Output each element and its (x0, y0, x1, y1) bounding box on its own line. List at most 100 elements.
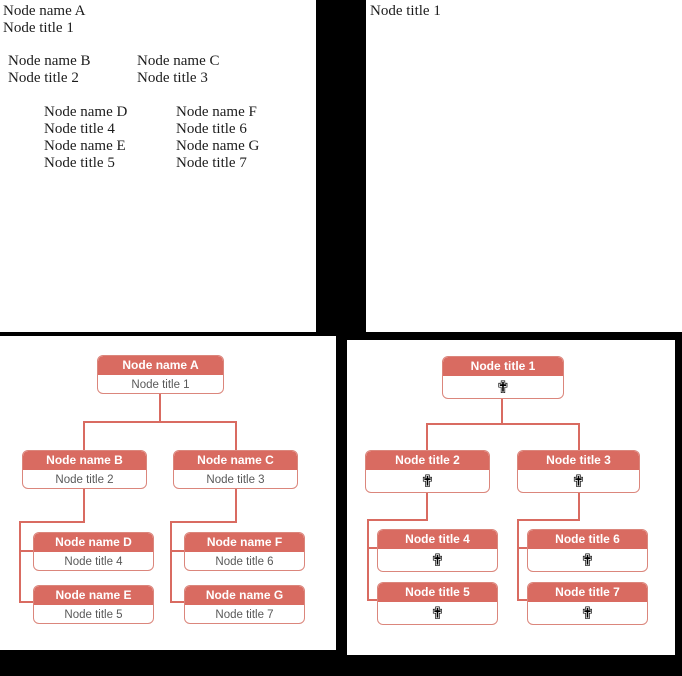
node-body: Node title 4 (64, 556, 123, 568)
connector-line (83, 488, 85, 523)
orgchart-node[interactable]: Node title 3 ✟ (517, 450, 640, 493)
title-preview-panel: Node title 1 (366, 0, 682, 332)
node-header: Node name E (34, 586, 153, 607)
node-body: Node title 6 (215, 556, 274, 568)
orgchart-node[interactable]: Node name A Node title 1 (97, 355, 224, 394)
outline-block-b: Node name B Node title 2 (8, 53, 90, 87)
orgchart-node[interactable]: Node name E Node title 5 (33, 585, 154, 624)
connector-line (159, 394, 161, 422)
connector-line (367, 547, 379, 549)
outline-line: Node name E (44, 138, 126, 154)
node-header: Node title 4 (378, 530, 497, 551)
outline-line: Node title 4 (44, 121, 115, 137)
orgchart-node[interactable]: Node name G Node title 7 (184, 585, 305, 624)
node-header: Node name G (185, 586, 304, 607)
outline-line: Node name G (176, 138, 260, 154)
connector-line (426, 423, 580, 425)
outline-line: Node title 1 (3, 20, 74, 36)
cross-icon: ✟ (430, 551, 445, 571)
connector-line (426, 491, 428, 521)
node-body: ✟ (518, 472, 639, 492)
node-body: Node title 5 (64, 609, 123, 621)
node-header: Node title 5 (378, 583, 497, 604)
orgchart-node[interactable]: Node title 4 ✟ (377, 529, 498, 572)
cross-icon: ✟ (420, 472, 435, 492)
connector-line (19, 521, 21, 603)
outline-block-c: Node name C Node title 3 (137, 53, 219, 87)
node-body: ✟ (378, 551, 497, 571)
outline-line: Node name D (44, 104, 128, 120)
node-body: ✟ (443, 378, 563, 398)
cross-icon: ✟ (495, 378, 511, 398)
node-body: ✟ (528, 604, 647, 624)
connector-line (517, 547, 529, 549)
outline-block-a: Node name A Node title 1 (3, 3, 85, 37)
orgchart-node[interactable]: Node title 6 ✟ (527, 529, 648, 572)
connector-line (367, 519, 428, 521)
outline-line: Node title 6 (176, 121, 247, 137)
orgchart-node[interactable]: Node name B Node title 2 (22, 450, 147, 489)
orgchart-node[interactable]: Node title 2 ✟ (365, 450, 490, 493)
node-body: Node title 7 (215, 609, 274, 621)
connector-line (578, 424, 580, 450)
preview-title-text: Node title 1 (370, 3, 441, 19)
outline-line: Node name A (3, 3, 86, 19)
cross-icon: ✟ (430, 604, 445, 624)
connector-line (426, 424, 428, 450)
outline-line: Node title 3 (137, 70, 208, 86)
outline-line: Node title 7 (176, 155, 247, 171)
connector-line (517, 599, 529, 601)
orgchart-node[interactable]: Node name D Node title 4 (33, 532, 154, 571)
cross-icon: ✟ (571, 472, 586, 492)
connector-line (517, 519, 580, 521)
connector-line (367, 519, 369, 601)
outline-line: Node title 5 (44, 155, 115, 171)
connector-line (19, 550, 35, 552)
outline-block-de: Node name D Node title 4 Node name E Nod… (44, 104, 127, 172)
outline-panel: Node name A Node title 1 Node name B Nod… (0, 0, 316, 332)
orgchart-node[interactable]: Node title 5 ✟ (377, 582, 498, 625)
node-body: ✟ (366, 472, 489, 492)
node-header: Node name A (98, 356, 223, 377)
connector-line (19, 521, 85, 523)
connector-line (170, 521, 237, 523)
node-header: Node name F (185, 533, 304, 554)
node-header: Node name B (23, 451, 146, 472)
cross-icon: ✟ (580, 551, 595, 571)
connector-line (578, 491, 580, 521)
orgchart-node[interactable]: Node title 1 ✟ (442, 356, 564, 399)
orgchart-node[interactable]: Node name F Node title 6 (184, 532, 305, 571)
connector-line (235, 422, 237, 450)
connector-line (501, 397, 503, 425)
node-header: Node title 3 (518, 451, 639, 472)
connector-line (517, 519, 519, 601)
outline-block-fg: Node name F Node title 6 Node name G Nod… (176, 104, 259, 172)
node-body: Node title 2 (55, 474, 114, 486)
node-body: ✟ (528, 551, 647, 571)
node-header: Node name D (34, 533, 153, 554)
connector-line (170, 521, 172, 603)
outline-line: Node name C (137, 53, 220, 69)
titles-orgchart-panel: Node title 1 ✟ Node title 2 ✟ Node title… (347, 340, 675, 655)
connector-line (83, 421, 237, 423)
cross-icon: ✟ (580, 604, 595, 624)
outline-line: Node title 2 (8, 70, 79, 86)
connector-line (19, 601, 35, 603)
node-header: Node title 6 (528, 530, 647, 551)
connector-line (367, 599, 379, 601)
node-header: Node title 2 (366, 451, 489, 472)
node-body: Node title 1 (131, 379, 190, 391)
orgchart-node[interactable]: Node title 7 ✟ (527, 582, 648, 625)
connector-line (83, 422, 85, 450)
connector-line (170, 601, 186, 603)
outline-line: Node name F (176, 104, 257, 120)
connector-line (170, 550, 186, 552)
node-body: ✟ (378, 604, 497, 624)
node-body: Node title 3 (206, 474, 265, 486)
orgchart-node[interactable]: Node name C Node title 3 (173, 450, 298, 489)
node-header: Node name C (174, 451, 297, 472)
node-header: Node title 7 (528, 583, 647, 604)
names-orgchart-panel: Node name A Node title 1 Node name B Nod… (0, 336, 336, 650)
node-header: Node title 1 (443, 357, 563, 378)
